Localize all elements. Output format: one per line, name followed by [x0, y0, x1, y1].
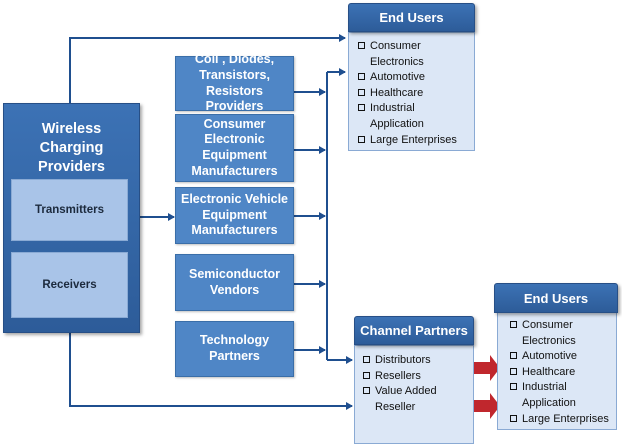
list-item: Automotive	[357, 70, 470, 86]
channel-partners-title: Channel Partners	[360, 323, 468, 338]
checkbox-icon	[363, 356, 370, 363]
red-arrow-upper	[474, 355, 500, 381]
end-users-bottom-list: Consumer Electronics Automotive Healthca…	[509, 318, 612, 427]
end-users-bottom-title: End Users	[523, 290, 589, 306]
technology-partners-box: Technology Partners	[175, 321, 294, 377]
receivers-box: Receivers	[11, 252, 128, 318]
semiconductor-label: Semiconductor Vendors	[189, 266, 280, 297]
checkbox-icon	[510, 367, 517, 375]
checkbox-icon	[363, 387, 370, 395]
connector-providers-to-channel-partners	[69, 333, 353, 410]
checkbox-icon	[363, 371, 370, 379]
checkbox-icon	[358, 73, 365, 81]
end-users-top-panel: Consumer Electronics Automotive Healthca…	[348, 32, 475, 151]
consumer-electronic-box: Consumer Electronic Equipment Manufactur…	[175, 114, 294, 182]
checkbox-icon	[510, 414, 517, 422]
list-item: Value Added Reseller	[362, 384, 469, 415]
providers-title: Wireless Charging Providers	[38, 121, 105, 175]
semiconductor-box: Semiconductor Vendors	[175, 254, 294, 311]
transmitters-box: Transmitters	[11, 179, 128, 241]
technology-partners-label: Technology Partners	[199, 333, 270, 363]
list-item: Consumer Electronics	[509, 318, 612, 349]
list-item: Consumer Electronics	[357, 39, 470, 70]
red-arrow-lower	[474, 393, 500, 419]
list-item: Large Enterprises	[357, 133, 470, 149]
end-users-top-list: Consumer Electronics Automotive Healthca…	[357, 39, 470, 148]
coil-diodes-box: Coil , Diodes, Transistors, Resistors Pr…	[175, 52, 294, 113]
end-users-top-header: End Users	[348, 3, 475, 32]
checkbox-icon	[358, 104, 365, 112]
checkbox-icon	[510, 352, 517, 360]
list-item: Industrial Application	[509, 380, 612, 411]
consumer-electronic-label: Consumer Electronic Equipment Manufactur…	[191, 116, 278, 178]
checkbox-icon	[358, 135, 365, 143]
list-item: Resellers	[362, 369, 469, 385]
list-item: Industrial Application	[357, 101, 470, 132]
end-users-top-title: End Users	[379, 10, 444, 25]
list-item: Distributors	[362, 353, 469, 369]
checkbox-icon	[358, 88, 365, 96]
receivers-label: Receivers	[42, 279, 97, 291]
electronic-vehicle-box: Electronic Vehicle Equipment Manufacture…	[175, 187, 294, 244]
end-users-bottom-header: End Users	[494, 283, 618, 313]
list-item: Healthcare	[509, 365, 612, 381]
list-item: Automotive	[509, 349, 612, 365]
checkbox-icon	[510, 321, 517, 328]
channel-partners-list: Distributors Resellers Value Added Resel…	[362, 353, 469, 415]
list-item: Large Enterprises	[509, 412, 612, 428]
checkbox-icon	[510, 383, 517, 391]
list-item: Healthcare	[357, 86, 470, 102]
channel-partners-panel: Distributors Resellers Value Added Resel…	[354, 345, 474, 444]
end-users-bottom-panel: Consumer Electronics Automotive Healthca…	[497, 312, 617, 430]
connector-providers-to-end-users	[69, 34, 346, 103]
transmitters-label: Transmitters	[34, 204, 105, 216]
coil-diodes-label: Coil , Diodes, Transistors, Resistors Pr…	[194, 52, 275, 114]
channel-partners-header: Channel Partners	[354, 316, 474, 345]
electronic-vehicle-label: Electronic Vehicle Equipment Manufacture…	[181, 192, 288, 238]
checkbox-icon	[358, 42, 365, 49]
